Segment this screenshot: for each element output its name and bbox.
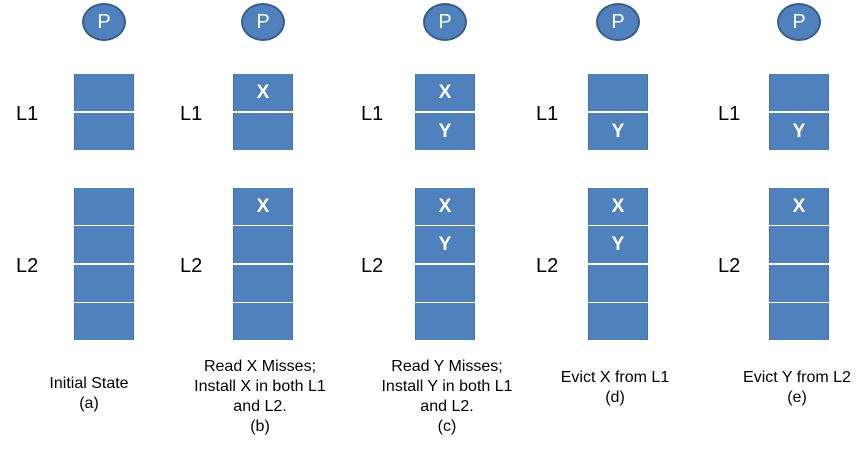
caption-line: Read Y Misses;	[391, 358, 503, 375]
processor-node: P	[241, 3, 285, 41]
l2-cache-line: Y	[415, 226, 475, 263]
l2-cache-line	[769, 303, 829, 340]
caption-line: Install X in both L1	[194, 378, 326, 395]
l2-cache-line: X	[233, 188, 293, 225]
l1-cache-line: Y	[769, 113, 829, 150]
caption-line: and L2.	[233, 398, 287, 415]
caption-line: and L2.	[420, 398, 474, 415]
l1-label: L1	[536, 103, 559, 125]
l2-cache-line	[74, 265, 134, 302]
l2-cache-line	[588, 265, 648, 302]
processor-node: P	[423, 3, 467, 41]
l2-cache-line	[769, 265, 829, 302]
l2-label: L2	[718, 255, 741, 277]
processor-node: P	[777, 3, 821, 41]
caption-line: Install Y in both L1	[381, 378, 513, 395]
l2-label: L2	[180, 255, 203, 277]
l2-cache-line	[233, 265, 293, 302]
l2-cache-line	[74, 188, 134, 225]
caption-line: Initial State	[49, 375, 129, 392]
panel-caption: Evict X from L1 (d)	[525, 368, 705, 408]
l2-cache-line	[769, 226, 829, 263]
caption-line: Read X Misses;	[203, 358, 317, 375]
l2-label: L2	[16, 255, 39, 277]
caption-line: (b)	[250, 418, 270, 435]
processor-node: P	[596, 3, 640, 41]
l1-cache-line: Y	[588, 113, 648, 150]
l1-cache-line: X	[415, 74, 475, 111]
l2-cache-line	[415, 303, 475, 340]
l2-cache-line	[74, 226, 134, 263]
l1-cache-line: X	[233, 74, 293, 111]
caption-line: (d)	[605, 389, 625, 406]
l2-cache-line	[415, 265, 475, 302]
l2-cache-line: X	[415, 188, 475, 225]
caption-line: Evict X from L1	[560, 369, 670, 386]
l2-cache-line	[233, 303, 293, 340]
l1-cache-line: Y	[415, 113, 475, 150]
panel-caption: Read X Misses; Install X in both L1 and L2…	[170, 357, 350, 437]
l2-cache-line	[233, 226, 293, 263]
l2-cache-line	[74, 303, 134, 340]
l1-cache-line	[588, 74, 648, 111]
caption-line: Evict Y from L2	[743, 369, 851, 386]
panel-caption: Read Y Misses; Install Y in both L1 and L2…	[357, 357, 537, 437]
l1-label: L1	[180, 103, 203, 125]
panel-caption: Evict Y from L2 (e)	[707, 368, 868, 408]
l1-label: L1	[16, 103, 39, 125]
l1-label: L1	[361, 103, 384, 125]
caption-line: (c)	[437, 418, 457, 435]
l2-cache-line: X	[588, 188, 648, 225]
l1-cache-line	[769, 74, 829, 111]
processor-node: P	[82, 3, 126, 41]
caption-line: (a)	[79, 395, 99, 412]
l1-cache-line	[74, 74, 134, 111]
l1-cache-line	[233, 113, 293, 150]
l2-cache-line: Y	[588, 226, 648, 263]
l2-label: L2	[536, 255, 559, 277]
l2-label: L2	[361, 255, 384, 277]
caption-line: (e)	[787, 389, 807, 406]
l2-cache-line: X	[769, 188, 829, 225]
panel-caption: Initial State (a)	[0, 374, 179, 414]
l1-label: L1	[718, 103, 741, 125]
l1-cache-line	[74, 113, 134, 150]
l2-cache-line	[588, 303, 648, 340]
